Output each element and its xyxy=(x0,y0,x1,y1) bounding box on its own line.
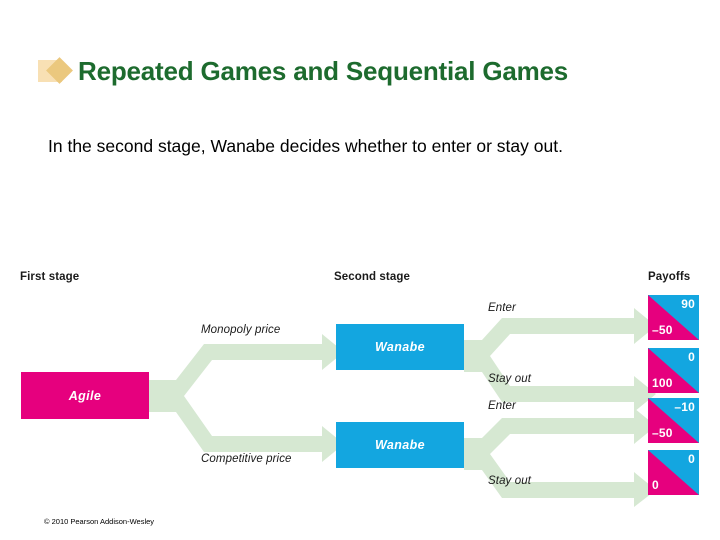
arrow-competitive-price xyxy=(149,396,344,462)
diamond-bullet-icon xyxy=(38,57,78,84)
stage-header-payoffs: Payoffs xyxy=(648,271,691,283)
game-tree-diagram: First stage Second stage Payoffs Agile W… xyxy=(0,262,720,507)
payoff-box-1: 90 –50 xyxy=(648,295,699,340)
payoff-value-upper-4: 0 xyxy=(688,452,695,466)
payoff-box-4: 0 0 xyxy=(648,450,699,495)
payoff-value-lower-3: –50 xyxy=(652,426,673,440)
payoff-value-lower-1: –50 xyxy=(652,323,673,337)
node-agile[interactable]: Agile xyxy=(21,372,149,419)
page-title: Repeated Games and Sequential Games xyxy=(78,55,569,86)
payoff-box-3: –10 –50 xyxy=(648,398,699,443)
arrow-enter-1 xyxy=(464,308,656,356)
payoff-value-upper-3: –10 xyxy=(674,400,695,414)
arrow-stay-out-2 xyxy=(464,454,656,507)
branch-label-monopoly-price: Monopoly price xyxy=(201,324,281,336)
branch-label-enter-2: Enter xyxy=(488,400,516,412)
slide-body-text: In the second stage, Wanabe decides whet… xyxy=(48,136,563,156)
copyright-footer: © 2010 Pearson Addison-Wesley xyxy=(44,517,155,526)
payoff-value-upper-2: 0 xyxy=(688,350,695,364)
arrow-monopoly-price xyxy=(149,334,344,396)
payoff-value-lower-4: 0 xyxy=(652,478,659,492)
branch-label-competitive-price: Competitive price xyxy=(201,453,292,465)
branch-label-stay-out-1: Stay out xyxy=(488,373,531,385)
payoff-box-2: 0 100 xyxy=(648,348,699,393)
branch-label-enter-1: Enter xyxy=(488,302,516,314)
stage-header-first: First stage xyxy=(20,271,80,283)
arrow-enter-2 xyxy=(464,408,656,454)
payoff-value-lower-2: 100 xyxy=(652,376,673,390)
branch-label-stay-out-2: Stay out xyxy=(488,475,531,487)
diagram-arrows xyxy=(149,308,656,507)
node-wanabe-1[interactable]: Wanabe xyxy=(336,324,464,370)
slide-title-row: Repeated Games and Sequential Games xyxy=(38,52,568,90)
arrow-stay-out-1 xyxy=(464,356,656,412)
stage-header-second: Second stage xyxy=(334,271,410,283)
payoff-value-upper-1: 90 xyxy=(681,297,695,311)
node-wanabe-2[interactable]: Wanabe xyxy=(336,422,464,468)
